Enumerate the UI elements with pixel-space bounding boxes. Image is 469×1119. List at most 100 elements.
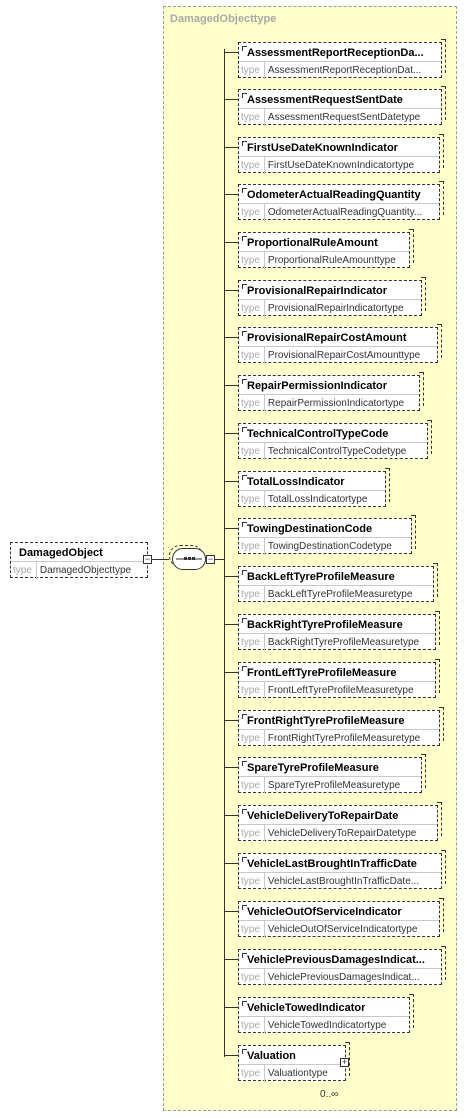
element-name: ProvisionalRepairCostAmount [247, 332, 407, 344]
element-shadow [437, 802, 442, 836]
element-name: TechnicalControlTypeCode [247, 428, 389, 440]
element-type-label: type [239, 300, 265, 317]
element-type-label: type [239, 1017, 265, 1034]
connector-element-11 [224, 576, 238, 577]
element-type-label: type [239, 157, 265, 174]
element-type-value: VehicleTowedIndicatortype [267, 1020, 387, 1031]
element-type-label: type [239, 873, 265, 890]
element-corner-mark [242, 475, 247, 480]
element-type-value: VehiclePreviousDamagesIndicat... [267, 972, 420, 983]
connector-element-4 [224, 242, 238, 243]
sequence-compositor-icon[interactable] [172, 548, 206, 570]
element-shadow [409, 229, 414, 263]
element-type-label: type [239, 347, 265, 364]
element-name: VehiclePreviousDamagesIndicat... [247, 954, 425, 966]
connector-element-10 [224, 528, 238, 529]
element-type-value: AssessmentRequestSentDatetype [267, 112, 421, 123]
element-corner-mark [242, 666, 247, 671]
element-shadow [411, 515, 416, 549]
connector-element-21 [224, 1055, 238, 1056]
element-name: ProportionalRuleAmount [247, 237, 378, 249]
element-type-value: TotalLossIndicatortype [267, 494, 368, 505]
element-corner-mark [242, 331, 247, 336]
element-shadow [345, 1042, 350, 1076]
valuation-expand-icon[interactable]: + [340, 1057, 349, 1067]
element-shadow [419, 372, 424, 406]
element-type-label: type [239, 969, 265, 986]
element-type-value: ProportionalRuleAmounttype [267, 255, 396, 266]
connector-vertical [224, 49, 225, 1057]
element-type-value: OdometerActualReadingQuantity... [267, 207, 423, 218]
element-type-value: VehicleDeliveryToRepairDatetype [267, 828, 417, 839]
element-type-value: VehicleOutOfServiceIndicatortype [267, 924, 418, 935]
connector-element-8 [224, 433, 238, 434]
element-shadow [409, 994, 414, 1028]
connector-element-1 [224, 99, 238, 100]
element-name: VehicleOutOfServiceIndicator [247, 906, 402, 918]
element-shadow [421, 277, 426, 311]
element-type-value: FrontLeftTyreProfileMeasuretype [267, 685, 414, 696]
element-type-value: BackLeftTyreProfileMeasuretype [267, 589, 413, 600]
element-type-value: ProvisionalRepairCostAmounttype [267, 350, 421, 361]
element-corner-mark [242, 379, 247, 384]
connector-element-2 [224, 147, 238, 148]
connector-element-0 [224, 52, 238, 53]
connector-element-13 [224, 672, 238, 673]
element-name: FrontRightTyreProfileMeasure [247, 715, 405, 727]
root-collapse-icon[interactable]: − [143, 554, 152, 564]
element-shadow [421, 754, 426, 788]
connector-element-5 [224, 290, 238, 291]
element-type-label: type [239, 586, 265, 603]
element-shadow [441, 39, 446, 73]
element-type-label: type [239, 491, 265, 508]
element-corner-mark [242, 570, 247, 575]
element-type-value: SpareTyreProfileMeasuretype [267, 780, 401, 791]
connector-element-19 [224, 959, 238, 960]
element-name: AssessmentReportReceptionDa... [247, 47, 424, 59]
element-type-value: AssessmentReportReceptionDat... [267, 65, 422, 76]
sequence-collapse-icon[interactable]: − [206, 554, 215, 564]
element-name: OdometerActualReadingQuantity [247, 189, 421, 201]
element-corner-mark [242, 93, 247, 98]
root-element-name: DamagedObject [19, 547, 103, 559]
element-corner-mark [242, 46, 247, 51]
element-type-label: type [239, 730, 265, 747]
element-type-label: type [239, 443, 265, 460]
element-type-label: type [239, 1065, 265, 1082]
element-corner-mark [242, 1001, 247, 1006]
element-corner-mark [242, 1049, 247, 1054]
element-shadow [439, 134, 444, 168]
element-type-label: type [239, 252, 265, 269]
